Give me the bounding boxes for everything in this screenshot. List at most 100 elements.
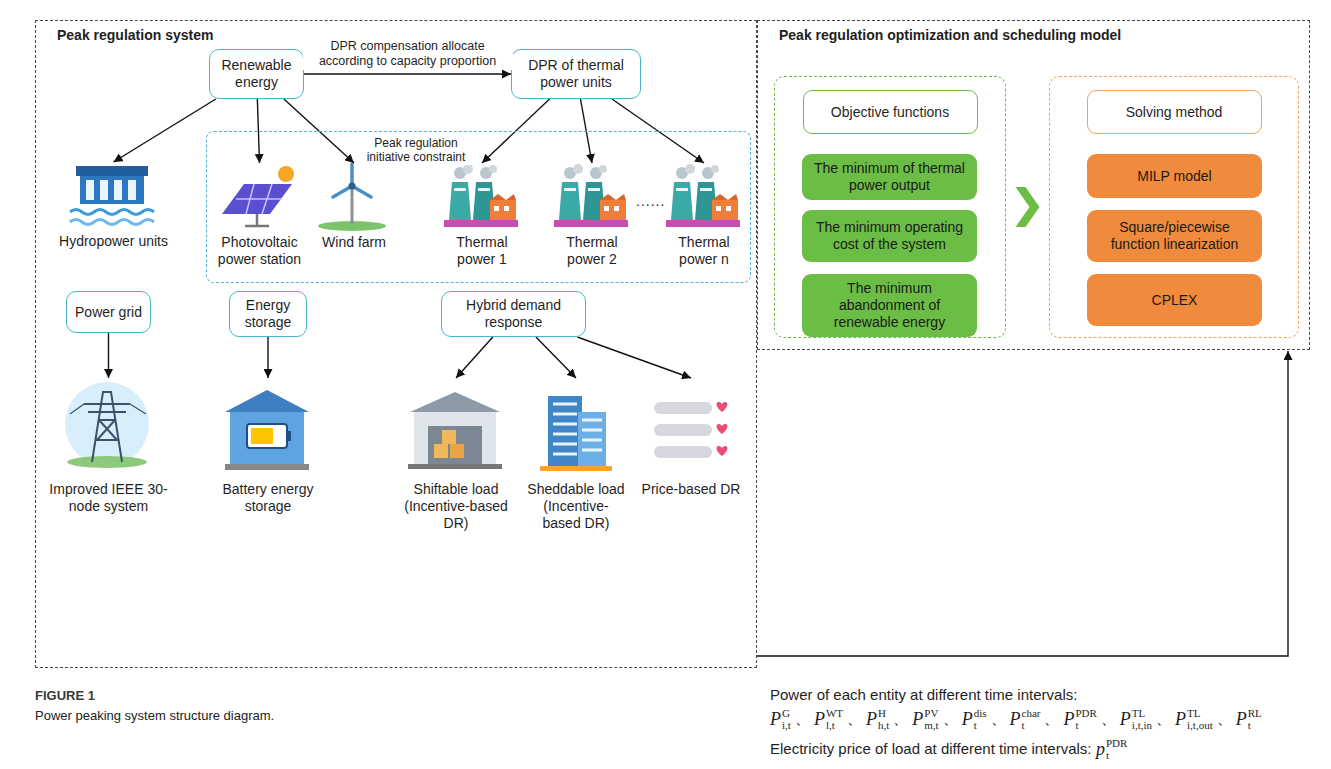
text-label: 、: [893, 710, 908, 727]
grid-tower-icon: [67, 456, 147, 468]
node-label: Peak regulation system: [54, 27, 216, 43]
entity-icon-node: Battery energy storage: [213, 379, 323, 515]
math-symbol: PWTl,t: [814, 708, 843, 731]
node-label: Peak regulation optimization and schedul…: [776, 27, 1124, 43]
battery-storage-icon: [225, 390, 309, 470]
hydropower-icon: [70, 166, 154, 225]
wind-turbine-icon: [351, 186, 354, 224]
method-box: MILP model: [1087, 154, 1262, 198]
node-label: Hybrid demand response: [447, 297, 580, 331]
process-box: Power grid: [66, 291, 151, 333]
math-symbol-part: P: [1120, 709, 1131, 730]
math-symbol-part: dis: [974, 708, 987, 720]
text-label: 、: [1156, 710, 1171, 727]
connector-arrow: [114, 99, 216, 162]
note-line: Electricity price of load at different t…: [770, 738, 1127, 761]
math-symbol-part: i,t,in: [1132, 720, 1152, 732]
index-stack: TLi,t,out: [1187, 708, 1213, 731]
wind-turbine-icon: [333, 164, 371, 197]
thermal-plant-icon: [554, 164, 628, 227]
math-symbol: PRLt: [1236, 708, 1262, 731]
building-icon: [540, 466, 612, 471]
flow-chevron: [1016, 187, 1040, 227]
text-label: 、: [847, 710, 862, 727]
node-label: The minimum operating cost of the system: [810, 219, 969, 253]
panel-frame: Peak regulation systemRenewable energyDP…: [35, 20, 757, 668]
warehouse-icon: [434, 444, 448, 458]
text-label: 、: [943, 710, 958, 727]
group-frame: Solving methodMILP modelSquare/piecewise…: [1049, 76, 1299, 338]
node-label: The minimum abandonment of renewable ene…: [810, 280, 969, 330]
connector-arrow: [267, 337, 268, 378]
node-label: Improved IEEE 30-node system: [46, 481, 171, 515]
index-stack: chart: [1022, 708, 1041, 731]
grid-tower-icon: [84, 392, 130, 462]
node-label: Power grid: [75, 304, 142, 321]
grid-tower-icon: [65, 382, 149, 468]
math-symbol-part: P: [814, 709, 825, 730]
math-symbol-part: m,t: [924, 720, 938, 732]
node-label: Objective functions: [803, 90, 978, 134]
text-label: Power of each entity at different time i…: [770, 686, 1077, 703]
solar-panel-icon: [278, 166, 294, 182]
node-label: Renewable energy: [215, 57, 298, 91]
math-symbol-part: i,t: [782, 720, 791, 732]
index-stack: Hh,t: [878, 708, 889, 731]
math-symbol-part: P: [1010, 709, 1021, 730]
node-label: Thermal power n: [662, 234, 746, 268]
entity-icon-node: Sheddable load (Incentive-based DR): [526, 379, 626, 531]
process-box: Hybrid demand response: [441, 291, 586, 337]
panel-frame: Peak regulation optimization and schedul…: [757, 20, 1310, 350]
thermal-plant-icon: [444, 164, 740, 227]
wind-turbine-icon: [318, 164, 386, 231]
entity-icon-node: Thermal power 1: [437, 164, 527, 268]
entity-icon-node: Photovoltaic power station: [212, 164, 307, 268]
math-symbol-part: l,t: [826, 720, 843, 732]
index-stack: dist: [974, 708, 987, 731]
math-symbol-part: t: [1022, 720, 1041, 732]
thermal-plant-icon: [444, 164, 518, 227]
index-stack: PDRt: [1075, 708, 1096, 731]
math-symbol-part: P: [770, 709, 781, 730]
math-symbol-part: PV: [924, 708, 938, 720]
math-symbol-part: PDR: [1106, 738, 1127, 750]
process-box: DPR of thermal power units: [511, 49, 641, 99]
grid-tower-icon: [65, 382, 149, 466]
battery-storage-icon: [225, 464, 309, 470]
hydropower-icon: [70, 220, 154, 225]
text-label: 、: [991, 710, 1006, 727]
grid-tower-icon: [70, 404, 146, 414]
math-symbol: PTLi,t,in: [1120, 708, 1152, 731]
node-label: Energy storage: [235, 297, 301, 331]
edge-label: DPR compensation allocate according to c…: [303, 39, 513, 70]
entity-icon-node: Thermal power n: [662, 164, 746, 268]
wind-turbine-icon: [349, 183, 356, 190]
warehouse-icon: [414, 412, 496, 464]
warehouse-icon: [408, 464, 502, 469]
warehouse-icon: [450, 444, 464, 458]
thermal-plant-icon: [666, 164, 740, 227]
hydropower-icon: [114, 180, 122, 200]
warehouse-icon: [428, 426, 482, 464]
math-symbol-part: TL: [1132, 708, 1152, 720]
price-list-icon: [654, 424, 712, 436]
battery-storage-icon: [251, 428, 273, 444]
node-label: Thermal power 1: [437, 234, 527, 268]
node-label: Wind farm: [314, 234, 394, 251]
index-stack: PVm,t: [924, 708, 938, 731]
math-symbol-part: P: [866, 709, 877, 730]
node-label: Price-based DR: [641, 481, 741, 498]
price-list-icon: [654, 402, 712, 414]
math-symbol: PPVm,t: [912, 708, 938, 731]
math-symbol-part: h,t: [878, 720, 889, 732]
node-label: Shiftable load (Incentive-based DR): [396, 481, 516, 531]
index-stack: PDRt: [1106, 738, 1127, 761]
battery-storage-icon: [287, 431, 291, 441]
hydropower-icon: [100, 180, 108, 200]
text-label: FIGURE 1: [35, 688, 95, 703]
objective-box: The minimum of thermal power output: [802, 154, 977, 200]
math-symbol-part: p: [1096, 739, 1105, 760]
hydropower-icon: [80, 176, 144, 204]
warehouse-icon: [408, 392, 502, 469]
battery-storage-icon: [230, 412, 304, 464]
